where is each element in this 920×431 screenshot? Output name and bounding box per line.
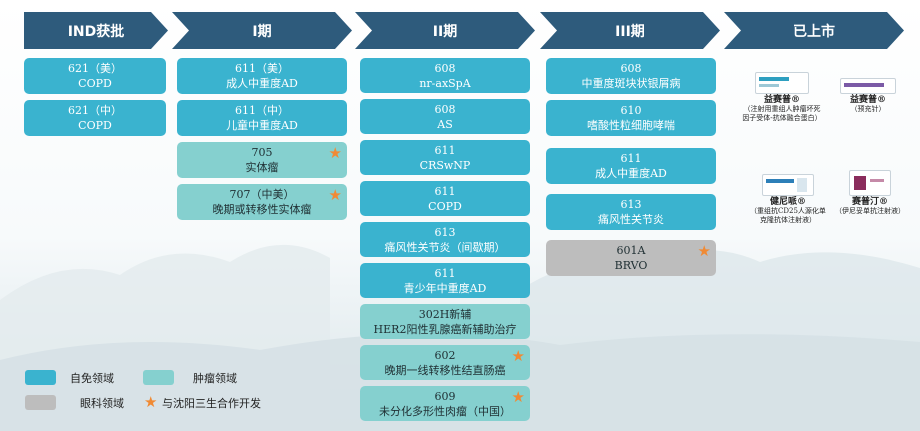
partner-star-icon: ★	[511, 388, 525, 406]
card-indication: AS	[437, 117, 453, 131]
pipeline-card-p3-611: 611 成人中重度AD	[546, 148, 716, 184]
pipeline-card-p2-302h: 302H新辅 HER2阳性乳腺癌新辅助治疗	[360, 304, 530, 339]
card-indication: COPD	[78, 77, 112, 90]
partner-star-icon: ★	[511, 347, 525, 365]
legend-star-icon: ★	[144, 393, 158, 411]
product-name: 益赛普®	[849, 95, 886, 105]
card-code: 302H新辅	[418, 307, 472, 321]
legend-label-partner: 与沈阳三生合作开发	[162, 397, 261, 410]
phase-header-phase1: I期	[172, 12, 352, 49]
card-code: 601A	[616, 244, 646, 257]
pipeline-card-p2-608-as: 608 AS	[360, 99, 530, 134]
card-indication: nr-axSpA	[419, 76, 471, 90]
card-code: 707（中美）	[229, 188, 295, 201]
card-code: 611（中）	[235, 104, 289, 117]
card-indication: 中重度斑块状银屑病	[581, 77, 681, 90]
product-description: （注射用重组人肿瘤坏死因子受体-抗体融合蛋白）	[742, 105, 822, 122]
card-code: 609	[434, 389, 456, 403]
pipeline-card-p2-611-adolescent-ad: 611 青少年中重度AD	[360, 263, 530, 298]
legend-swatch-oncology	[143, 370, 174, 385]
drug-box-icon	[755, 72, 809, 94]
card-code: 613	[434, 225, 456, 239]
card-code: 611	[434, 266, 456, 280]
product-description: （伊尼妥单抗注射液）	[835, 207, 905, 215]
pipeline-card-p2-613-gout: 613 痛风性关节炎（间歇期）	[360, 222, 530, 257]
card-code: 608	[620, 62, 642, 75]
pipeline-card-ind-621-us: 621（美） COPD	[24, 58, 166, 94]
pipeline-card-ind-621-cn: 621（中） COPD	[24, 100, 166, 136]
card-indication: COPD	[428, 199, 462, 213]
pipeline-card-p2-609: 609 未分化多形性肉瘤（中国） ★	[360, 386, 530, 421]
card-code: 610	[620, 104, 642, 117]
pipeline-card-p3-613: 613 痛风性关节炎	[546, 194, 716, 230]
partner-star-icon: ★	[328, 144, 342, 162]
card-code: 613	[620, 198, 642, 211]
legend-label-ophthalmology: 眼科领域	[80, 397, 124, 410]
pipeline-card-p2-611-crswnp: 611 CRSwNP	[360, 140, 530, 175]
product-description: （预充针）	[850, 105, 886, 113]
marketed-product-yisaipu: 益赛普® （注射用重组人肿瘤坏死因子受体-抗体融合蛋白）	[742, 72, 822, 123]
product-name: 赛普汀®	[851, 197, 888, 207]
phase-header-ind: IND获批	[24, 12, 168, 49]
card-code: 611	[620, 152, 642, 165]
card-code: 602	[434, 348, 456, 362]
phase-header-phase2: II期	[355, 12, 535, 49]
card-indication: 痛风性关节炎（间歇期）	[384, 240, 506, 254]
pipeline-card-p3-608: 608 中重度斑块状银屑病	[546, 58, 716, 94]
product-description: （重组抗CD25人源化单克隆抗体注射液）	[750, 207, 826, 224]
drug-box-icon	[762, 174, 814, 196]
pipeline-card-p1-705: 705 实体瘤 ★	[177, 142, 347, 178]
legend-label-immune: 自免领域	[70, 372, 114, 385]
card-code: 611	[434, 143, 456, 157]
partner-star-icon: ★	[328, 186, 342, 204]
card-indication: CRSwNP	[419, 158, 471, 172]
pipeline-card-p1-707: 707（中美） 晚期或转移性实体瘤 ★	[177, 184, 347, 220]
legend-swatch-immune	[25, 370, 56, 385]
product-name: 健尼哌®	[769, 197, 806, 207]
card-indication: BRVO	[614, 259, 648, 272]
drug-box-icon	[849, 170, 891, 196]
drug-box-icon	[840, 78, 896, 94]
card-indication: 晚期或转移性实体瘤	[212, 203, 312, 216]
marketed-product-saiputing: 赛普汀® （伊尼妥单抗注射液）	[834, 170, 906, 216]
pipeline-card-p2-608-nraxspa: 608 nr-axSpA	[360, 58, 530, 93]
card-indication: 儿童中重度AD	[226, 119, 298, 132]
product-name: 益赛普®	[763, 95, 800, 105]
card-code: 608	[434, 61, 456, 75]
card-indication: HER2阳性乳腺癌新辅助治疗	[373, 322, 517, 336]
card-code: 611（美）	[235, 62, 289, 75]
card-indication: 青少年中重度AD	[403, 281, 487, 295]
marketed-product-yisaipu-prefilled: 益赛普® （预充针）	[832, 78, 904, 114]
card-indication: 成人中重度AD	[595, 167, 667, 180]
card-code: 608	[434, 102, 456, 116]
card-indication: 未分化多形性肉瘤（中国）	[379, 404, 511, 418]
card-indication: 嗜酸性粒细胞哮喘	[587, 119, 675, 132]
marketed-product-jianipai: 健尼哌® （重组抗CD25人源化单克隆抗体注射液）	[748, 174, 828, 225]
pipeline-card-p3-610: 610 嗜酸性粒细胞哮喘	[546, 100, 716, 136]
pipeline-card-p1-611-us: 611（美） 成人中重度AD	[177, 58, 347, 94]
pipeline-card-p1-611-cn: 611（中） 儿童中重度AD	[177, 100, 347, 136]
pipeline-card-p2-611-copd: 611 COPD	[360, 181, 530, 216]
card-code: 621（中）	[68, 104, 122, 117]
card-indication: 实体瘤	[245, 161, 279, 174]
legend-swatch-ophthalmology	[25, 395, 56, 410]
card-indication: 痛风性关节炎	[598, 213, 664, 226]
pipeline-card-p2-602: 602 晚期一线转移性结直肠癌 ★	[360, 345, 530, 380]
card-indication: 成人中重度AD	[226, 77, 298, 90]
card-indication: 晚期一线转移性结直肠癌	[384, 363, 506, 377]
card-indication: COPD	[78, 119, 112, 132]
card-code: 705	[251, 146, 273, 159]
card-code: 621（美）	[68, 62, 122, 75]
phase-header-marketed: 已上市	[724, 12, 904, 49]
pipeline-card-p3-601a: 601A BRVO ★	[546, 240, 716, 276]
partner-star-icon: ★	[697, 242, 711, 260]
phase-header-phase3: III期	[540, 12, 720, 49]
card-code: 611	[434, 184, 456, 198]
legend-label-oncology: 肿瘤领域	[193, 372, 237, 385]
